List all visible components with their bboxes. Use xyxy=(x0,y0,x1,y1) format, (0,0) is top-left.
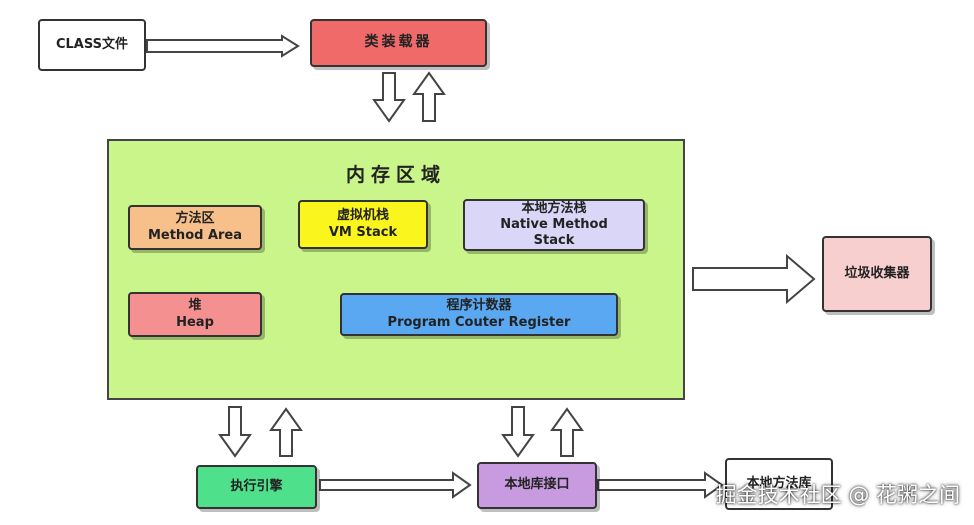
class-loader-node: 类装载器 xyxy=(310,19,487,67)
heap-label-cn: 堆 xyxy=(188,298,202,314)
native-method-stack-node: 本地方法栈 Native Method Stack xyxy=(463,199,645,251)
memory-area-title: 内存区域 xyxy=(345,164,446,186)
watermark-text: 掘金技术社区 @ 花粥之间 xyxy=(715,483,960,507)
arrow-engine-up-to-memory xyxy=(269,407,303,457)
heap-label-en: Heap xyxy=(176,314,214,330)
class-loader-label: 类装载器 xyxy=(364,34,433,51)
vm-stack-label-en: VM Stack xyxy=(328,224,398,240)
pc-register-label-cn: 程序计数器 xyxy=(446,298,512,314)
arrow-memory-down-to-engine xyxy=(218,406,252,458)
heap-node: 堆 Heap xyxy=(128,292,262,337)
method-area-label-cn: 方法区 xyxy=(175,211,215,227)
method-area-node: 方法区 Method Area xyxy=(128,205,262,250)
native-interface-node: 本地库接口 xyxy=(477,462,597,509)
arrow-memory-up-to-loader xyxy=(412,71,446,122)
arrow-class-to-loader xyxy=(146,34,300,58)
pc-register-node: 程序计数器 Program Couter Register xyxy=(340,293,618,336)
native-stack-label-en-2: Stack xyxy=(533,233,575,249)
gc-label: 垃圾收集器 xyxy=(844,265,910,281)
native-interface-label: 本地库接口 xyxy=(504,477,570,493)
memory-area-region: 内存区域 xyxy=(107,139,685,400)
method-area-label-en: Method Area xyxy=(147,227,243,243)
execution-engine-node: 执行引擎 xyxy=(196,465,317,509)
native-stack-label-en-1: Native Method xyxy=(500,216,608,232)
arrow-interface-to-library xyxy=(597,471,724,499)
class-file-node: CLASS文件 xyxy=(38,19,146,71)
arrow-memory-down-to-interface xyxy=(501,406,535,458)
exec-engine-label: 执行引擎 xyxy=(230,478,283,494)
vm-stack-node: 虚拟机栈 VM Stack xyxy=(298,200,428,249)
pc-register-label-en: Program Couter Register xyxy=(387,314,571,330)
native-library-label: 本地方法库 xyxy=(746,475,812,491)
garbage-collector-node: 垃圾收集器 xyxy=(822,236,932,312)
arrow-engine-to-interface xyxy=(319,471,472,499)
class-file-label: CLASS文件 xyxy=(55,36,129,52)
arrow-loader-down xyxy=(372,72,406,123)
native-stack-label-cn: 本地方法栈 xyxy=(521,200,587,216)
arrow-memory-to-gc xyxy=(692,253,816,305)
native-library-node: 本地方法库 xyxy=(725,458,833,510)
vm-stack-label-cn: 虚拟机栈 xyxy=(336,208,389,224)
arrow-interface-up-to-memory xyxy=(550,407,584,457)
